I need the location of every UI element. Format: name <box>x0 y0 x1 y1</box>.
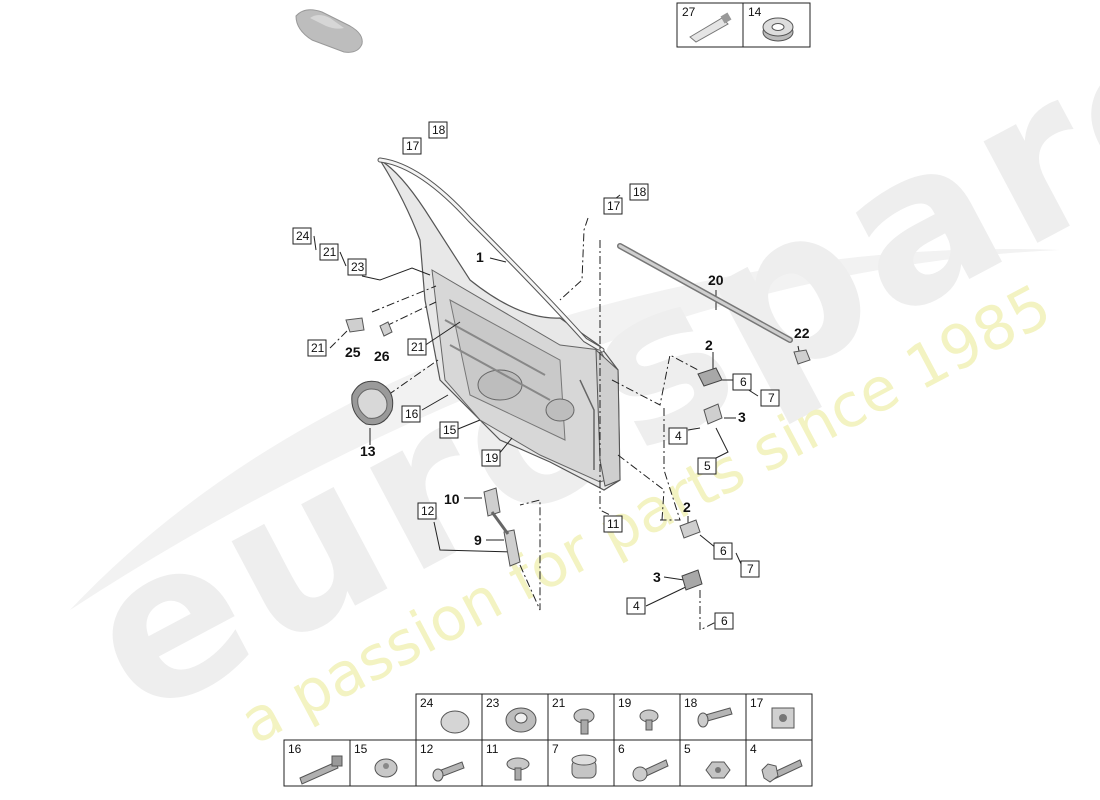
callout-3-lower: 3 <box>653 569 661 585</box>
round-cap-icon <box>440 710 470 734</box>
end-cap-22 <box>793 349 811 365</box>
hinge-lower <box>679 519 703 591</box>
callout-26: 26 <box>374 348 390 364</box>
long-bolt-icon <box>299 755 343 785</box>
callout-16: 16 <box>405 407 419 421</box>
callout-22: 22 <box>794 325 810 341</box>
hex-bolt-icon <box>632 759 669 782</box>
callout-18-top: 18 <box>432 123 446 137</box>
callout-labels: 1 17 18 17 18 24 21 23 21 25 26 21 16 13… <box>292 121 810 630</box>
flange-screw-icon <box>506 757 530 781</box>
leader-lines <box>313 141 801 631</box>
grid-num-19: 19 <box>618 696 632 710</box>
weatherstrip-rod <box>617 243 793 343</box>
callout-6-upper: 6 <box>740 375 747 389</box>
callout-15: 15 <box>443 423 457 437</box>
grid-row-1: 24 23 21 19 18 17 <box>415 693 813 741</box>
cylinder-cap-icon <box>571 754 597 779</box>
callout-2-upper: 2 <box>705 337 713 353</box>
clip-25 <box>345 317 365 333</box>
clip-nut-icon <box>771 707 795 729</box>
part-number-27: 27 <box>682 5 696 19</box>
door-shell <box>377 157 621 491</box>
callout-3-upper: 3 <box>738 409 746 425</box>
grid-num-24: 24 <box>420 696 434 710</box>
grid-num-6: 6 <box>618 742 625 756</box>
callout-7-upper: 7 <box>768 391 775 405</box>
callout-6-lower: 6 <box>720 544 727 558</box>
callout-10: 10 <box>444 491 460 507</box>
top-right-parts-box: 27 14 <box>676 2 811 48</box>
hardware-grid: 24 23 21 19 18 17 <box>283 693 813 787</box>
grid-num-7: 7 <box>552 742 559 756</box>
speaker-cover-13 <box>351 380 394 426</box>
callout-25: 25 <box>345 344 361 360</box>
callout-21-a: 21 <box>323 245 337 259</box>
callout-17-top: 17 <box>406 139 420 153</box>
hinge-bolt-icon <box>761 759 803 783</box>
hex-nut-icon <box>705 761 731 779</box>
screw-icon <box>573 708 595 735</box>
grid-num-23: 23 <box>486 696 500 710</box>
grid-num-21: 21 <box>552 696 566 710</box>
grid-num-12: 12 <box>420 742 434 756</box>
callout-5: 5 <box>704 459 711 473</box>
callout-9: 9 <box>474 532 482 548</box>
tube-icon <box>689 12 732 43</box>
short-screw-icon <box>639 709 659 731</box>
callout-2-lower: 2 <box>683 499 691 515</box>
callout-7-lower: 7 <box>747 562 754 576</box>
grid-num-15: 15 <box>354 742 368 756</box>
car-silhouette-icon <box>295 9 363 53</box>
bolt-icon <box>432 761 465 782</box>
hinge-upper <box>697 367 723 425</box>
threaded-screw-icon <box>697 707 733 728</box>
callout-1: 1 <box>476 249 484 265</box>
plastic-nut-icon <box>374 758 398 778</box>
grid-num-18: 18 <box>684 696 698 710</box>
grommet-icon <box>505 707 537 733</box>
check-strap <box>483 487 521 567</box>
callout-17-mid: 17 <box>607 199 621 213</box>
callout-6-bottom: 6 <box>721 614 728 628</box>
callout-18-mid: 18 <box>633 185 647 199</box>
tape-roll-icon <box>762 17 794 42</box>
grid-num-17: 17 <box>750 696 764 710</box>
callout-4-lower: 4 <box>633 599 640 613</box>
part-number-14: 14 <box>748 5 762 19</box>
grid-num-11: 11 <box>486 742 499 756</box>
callout-23: 23 <box>351 260 365 274</box>
grid-row-2: 16 15 12 11 7 <box>283 739 813 787</box>
clip-26 <box>379 321 393 337</box>
callout-21-c: 21 <box>411 340 425 354</box>
callout-24: 24 <box>296 229 310 243</box>
grid-num-4: 4 <box>750 742 757 756</box>
callout-19: 19 <box>485 451 499 465</box>
callout-20: 20 <box>708 272 724 288</box>
grid-num-16: 16 <box>288 742 302 756</box>
callout-11: 11 <box>607 517 620 531</box>
callout-21-b: 21 <box>311 341 325 355</box>
callout-12: 12 <box>421 504 435 518</box>
callout-4-upper: 4 <box>675 429 682 443</box>
callout-13: 13 <box>360 443 376 459</box>
grid-num-5: 5 <box>684 742 691 756</box>
